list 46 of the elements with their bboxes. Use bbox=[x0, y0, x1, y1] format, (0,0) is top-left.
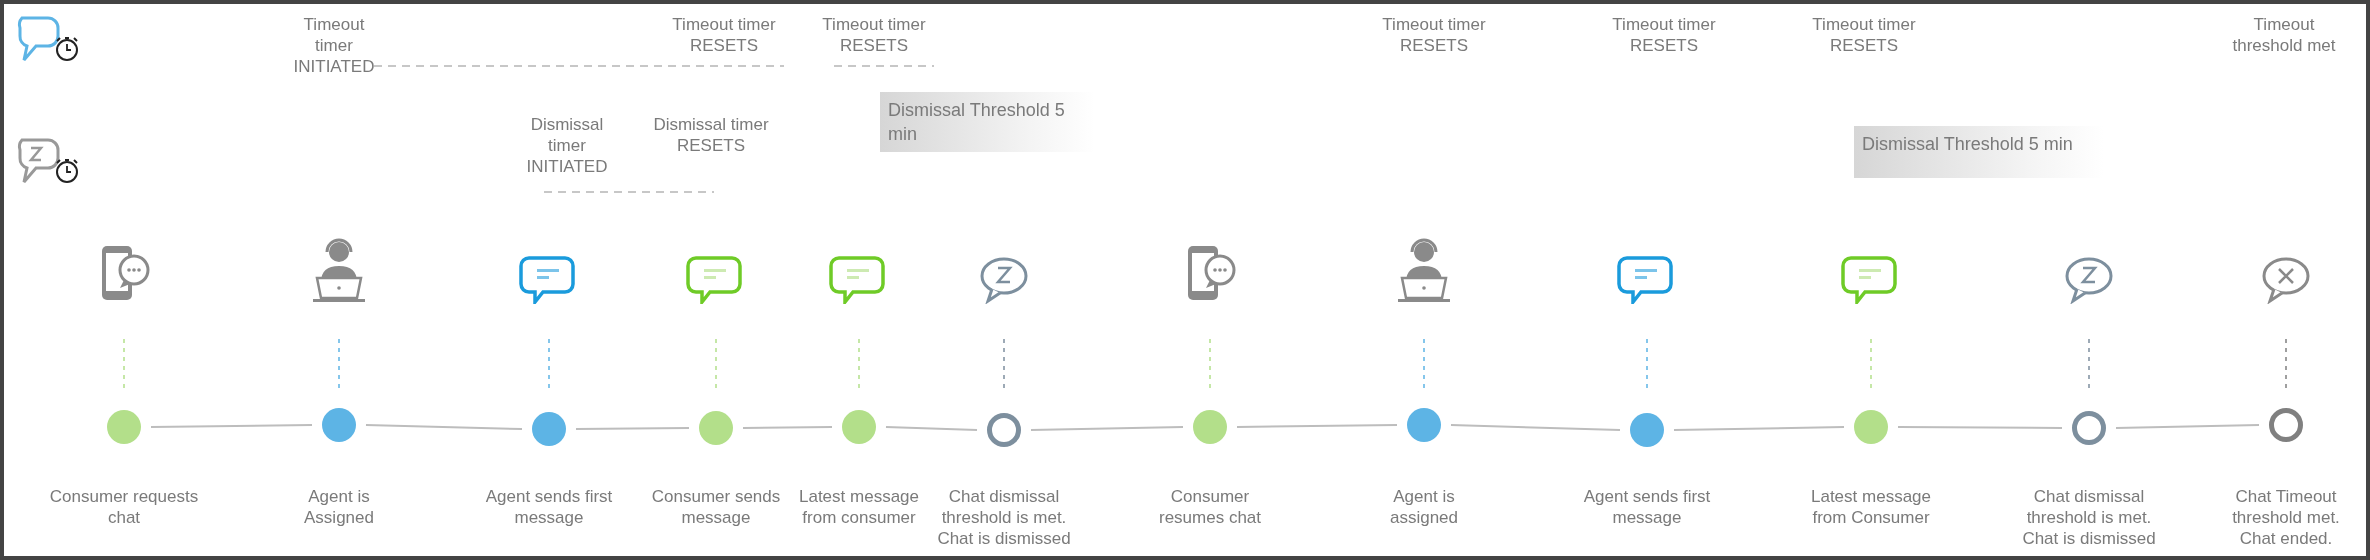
step-caption: Chat dismissal threshold is met. Chat is dismissed bbox=[936, 486, 1072, 549]
step-caption: Chat dismissal threshold is met. Chat is dismissed bbox=[2021, 486, 2157, 549]
timer-note: Timeout timer INITIATED bbox=[292, 14, 376, 77]
connector-line bbox=[742, 426, 833, 429]
timer-note: Dismissal timer INITIATED bbox=[525, 114, 609, 177]
timer-note: Timeout timer RESETS bbox=[1811, 14, 1917, 56]
step-caption: Agent sends first message bbox=[484, 486, 614, 528]
connector-line bbox=[575, 427, 690, 430]
connector-line bbox=[150, 424, 313, 428]
timeline-dot bbox=[1193, 410, 1227, 444]
timeline-dot bbox=[1630, 413, 1664, 447]
ring-marker bbox=[2269, 408, 2303, 442]
connector-line bbox=[365, 424, 523, 430]
connector-line bbox=[1450, 424, 1621, 431]
step-caption: Latest message from consumer bbox=[798, 486, 920, 528]
connector-line bbox=[1236, 424, 1398, 428]
step-caption: Agent is assigned bbox=[1388, 486, 1460, 528]
ring-marker bbox=[2072, 411, 2106, 445]
step-caption: Consumer sends message bbox=[650, 486, 782, 528]
connector-line bbox=[2115, 424, 2260, 429]
step-caption: Chat Timeout threshold met. Chat ended. bbox=[2231, 486, 2341, 549]
step-caption: Agent is Assigned bbox=[303, 486, 375, 528]
connector-line bbox=[1673, 426, 1845, 431]
step-caption: Consumer requests chat bbox=[49, 486, 199, 528]
timeline-dot bbox=[699, 411, 733, 445]
step-caption: Agent sends first message bbox=[1582, 486, 1712, 528]
threshold-label: Dismissal Threshold 5 min bbox=[887, 99, 1066, 146]
timeline-dot bbox=[532, 412, 566, 446]
timer-note: Timeout timer RESETS bbox=[821, 14, 927, 56]
timeline-dot bbox=[842, 410, 876, 444]
timeline-dot bbox=[1407, 408, 1441, 442]
ring-marker bbox=[987, 413, 1021, 447]
timer-note: Timeout timer RESETS bbox=[1381, 14, 1487, 56]
threshold-label: Dismissal Threshold 5 min bbox=[1861, 133, 2074, 156]
timer-note: Timeout timer RESETS bbox=[1611, 14, 1717, 56]
connector-line bbox=[1030, 426, 1184, 431]
timer-note: Dismissal timer RESETS bbox=[652, 114, 770, 156]
timeline-dot bbox=[1854, 410, 1888, 444]
connector-line bbox=[1897, 426, 2063, 429]
timeline-dot bbox=[107, 410, 141, 444]
connector-line bbox=[885, 426, 978, 431]
timer-note: Timeout threshold met bbox=[2231, 14, 2337, 56]
timeline-dot bbox=[322, 408, 356, 442]
step-caption: Consumer resumes chat bbox=[1157, 486, 1262, 528]
timer-note: Timeout timer RESETS bbox=[671, 14, 777, 56]
step-caption: Latest message from Consumer bbox=[1810, 486, 1932, 528]
